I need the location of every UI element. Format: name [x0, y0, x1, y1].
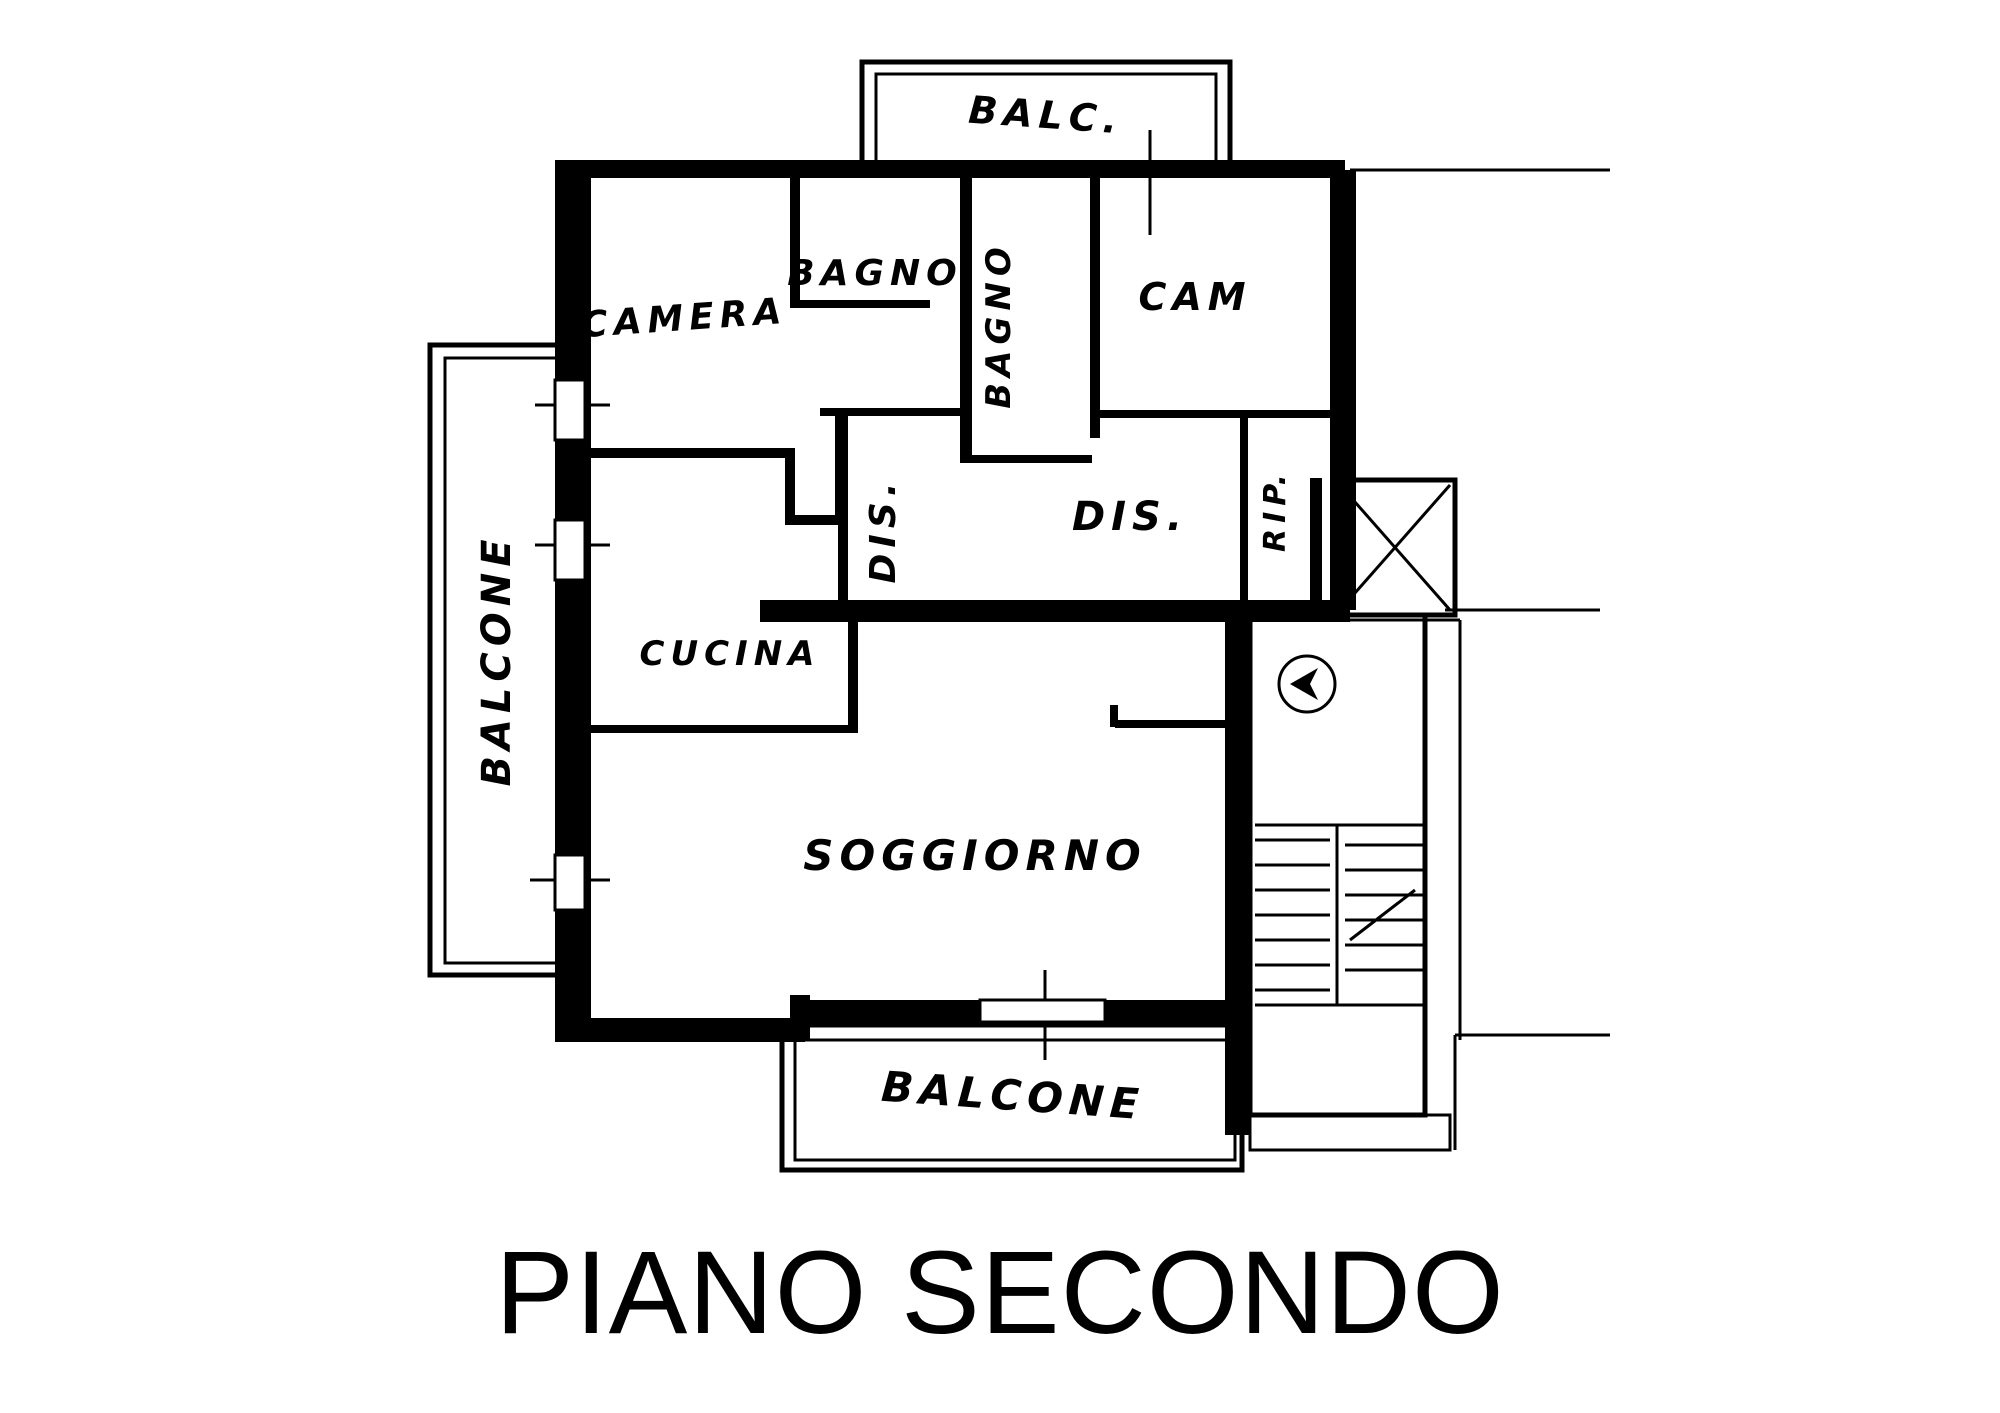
room-label-rip: RIP.: [1258, 468, 1293, 552]
room-label-balc: BALC.: [967, 88, 1125, 143]
room-label-bagno-2: BAGNO: [979, 241, 1019, 409]
window-symbols: [978, 130, 1185, 1060]
interior-walls: [591, 178, 1335, 1040]
north-arrow-icon: [1277, 654, 1337, 714]
room-label-cucina: CUCINA: [640, 634, 821, 674]
room-label-dis-1: DIS.: [863, 477, 904, 584]
balcony-left: BALCONE: [427, 342, 610, 978]
room-label-dis-2: DIS.: [1072, 494, 1188, 540]
room-label-camera: CAMERA: [580, 291, 789, 346]
stair-steps: [1255, 838, 1425, 992]
context-lines: [1350, 168, 1610, 1150]
stairs: [1247, 477, 1458, 1152]
balcony-bottom: BALCONE: [779, 1022, 1245, 1173]
balcony-top: BALC.: [859, 59, 1233, 167]
room-labels: CAMERA BAGNO BAGNO CAM DIS. DIS. RIP. CU…: [580, 241, 1293, 880]
room-label-soggiorno: SOGGIORNO: [803, 831, 1146, 880]
room-label-balcone-left: BALCONE: [474, 533, 520, 786]
room-label-bagno-1: BAGNO: [787, 253, 963, 294]
room-label-balcone-bottom: BALCONE: [880, 1062, 1146, 1129]
floor-title: PIANO SECONDO: [495, 1227, 1505, 1359]
room-label-cam: CAM: [1138, 275, 1251, 319]
